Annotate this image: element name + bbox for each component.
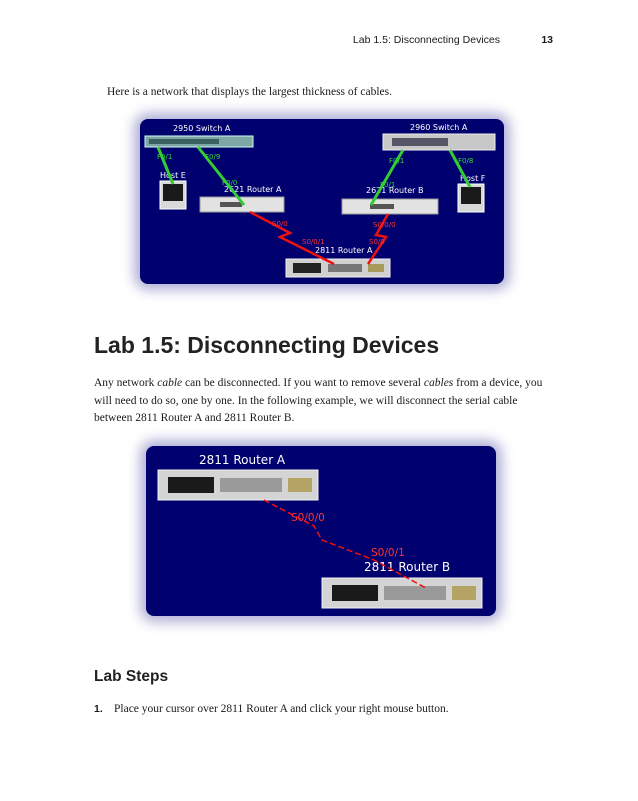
port-label-s000: S0/0/0 xyxy=(373,221,396,229)
network-diagram-figure: 2950 Switch A 2960 Switch A Host E Host … xyxy=(140,119,504,284)
paragraph-text-2: can be disconnected. If you want to remo… xyxy=(182,377,424,389)
router-2621-b-label: 2621 Router B xyxy=(366,186,423,195)
port-label-router-b-f01: F0/1 xyxy=(380,181,395,189)
router-2811-b-icon xyxy=(321,577,483,609)
cable-green-router-a xyxy=(196,146,246,206)
switch-left-icon xyxy=(144,135,254,148)
section-title: Lab 1.5: Disconnecting Devices xyxy=(94,332,440,358)
switch-left-label: 2950 Switch A xyxy=(173,124,231,133)
router-2811-a-label: 2811 Router A xyxy=(199,453,286,467)
body-paragraph: Any network cable can be disconnected. I… xyxy=(94,375,554,428)
port-label-left-f09: F0/9 xyxy=(205,153,220,161)
page-number: 13 xyxy=(541,34,553,46)
cable-serial-router-a xyxy=(249,210,335,266)
port-label-s001: S0/0/1 xyxy=(371,547,405,559)
step-item: 1. Place your cursor over 2811 Router A a… xyxy=(94,703,449,715)
switch-right-icon xyxy=(382,133,496,151)
serial-cable xyxy=(263,499,427,589)
port-label-s00: S0/0 xyxy=(272,220,288,228)
running-head: Lab 1.5: Disconnecting Devices 13 xyxy=(0,34,638,50)
paragraph-emphasis-cable: cable xyxy=(157,377,183,389)
port-label-right-f08: F0/8 xyxy=(458,157,473,165)
router-2621-b-icon xyxy=(341,198,439,215)
cable-serial-router-b xyxy=(366,213,390,265)
serial-link-figure: 2811 Router A 2811 Router B S0/0/0 S0/0/… xyxy=(146,446,496,616)
router-2811-icon xyxy=(285,258,391,278)
step-number: 1. xyxy=(94,703,103,715)
cable-green-host-f xyxy=(448,149,472,188)
host-e-label: Host E xyxy=(160,171,186,180)
host-e-icon xyxy=(159,180,187,210)
cable-green-host-e xyxy=(156,146,175,185)
port-label-s000: S0/0/0 xyxy=(291,512,325,524)
paragraph-text-1: Any network xyxy=(94,377,158,389)
router-2621-a-label: 2621 Router A xyxy=(224,185,282,194)
port-label-s001: S0/0/1 xyxy=(302,238,325,246)
port-label-left-f01: F0/1 xyxy=(157,153,172,161)
host-f-icon xyxy=(457,183,485,213)
paragraph-emphasis-cables: cables xyxy=(423,377,454,389)
lab-steps-heading: Lab Steps xyxy=(94,668,169,685)
running-head-title: Lab 1.5: Disconnecting Devices xyxy=(352,34,500,46)
router-2811-label: 2811 Router A xyxy=(315,246,373,255)
step-text: Place your cursor over 2811 Router A and… xyxy=(114,703,449,715)
switch-right-label: 2960 Switch A xyxy=(410,123,468,132)
paragraph-text-3: from a device, you will need to do so, o… xyxy=(94,377,543,424)
port-label-serial-b: S0/0 xyxy=(369,238,385,246)
router-2811-a-icon xyxy=(157,469,319,501)
port-label-router-a-f00: F0/0 xyxy=(222,179,237,187)
intro-text: Here is a network that displays the larg… xyxy=(107,86,392,98)
router-2811-b-label: 2811 Router B xyxy=(364,560,450,574)
host-f-label: Host F xyxy=(460,174,486,183)
port-label-right-f01: F0/1 xyxy=(389,157,404,165)
cable-green-router-b xyxy=(369,149,405,206)
